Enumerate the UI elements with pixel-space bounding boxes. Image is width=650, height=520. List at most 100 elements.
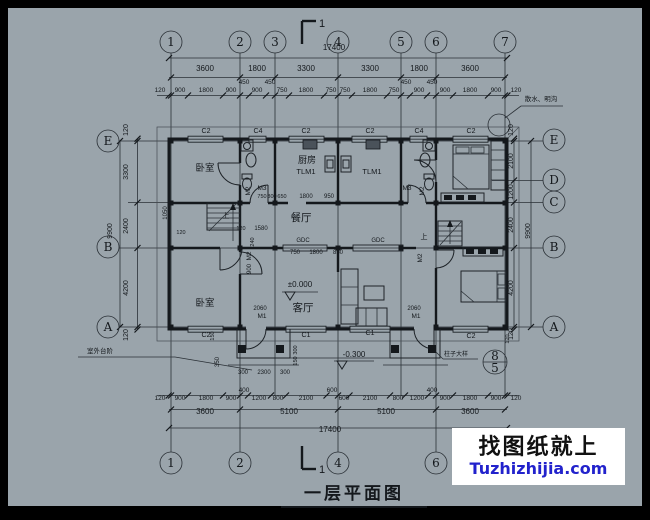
dim-label: 120 bbox=[176, 230, 185, 236]
grid-bubble-label: 2 bbox=[236, 456, 244, 470]
stair-up-label: 上 bbox=[421, 232, 428, 241]
window-tag: C4 bbox=[254, 128, 263, 135]
dim-label: 750 bbox=[290, 250, 301, 256]
dim-label: 4200 bbox=[508, 280, 515, 296]
window-tag: C2 bbox=[366, 128, 375, 135]
dim-label: 1800 bbox=[248, 64, 266, 73]
structural-columns bbox=[168, 138, 508, 353]
dimension-tick bbox=[503, 92, 511, 99]
dim-label: 2300 bbox=[257, 370, 271, 376]
structural-column bbox=[502, 324, 508, 330]
structural-column bbox=[433, 324, 439, 330]
dim-label: 2100 bbox=[299, 395, 314, 402]
level-mark-minus: -0.300 bbox=[343, 350, 366, 359]
detail-number: 8 bbox=[491, 349, 499, 363]
dim-label: 750 bbox=[389, 87, 400, 94]
window-tag: C4 bbox=[415, 128, 424, 135]
dimension-tick bbox=[271, 74, 279, 81]
watermark-site-name: Tuzhizhijia.com bbox=[469, 458, 608, 478]
dim-label: 3300 bbox=[297, 64, 315, 73]
structural-column bbox=[276, 345, 284, 353]
grid-bubble-label: 4 bbox=[334, 456, 342, 470]
structural-column bbox=[237, 324, 243, 330]
dim-label: 900 bbox=[414, 87, 425, 94]
grid-bubble-label: E bbox=[104, 134, 113, 148]
dimension-tick bbox=[432, 92, 440, 99]
grid-bubble bbox=[542, 190, 566, 214]
note-drainage: 散水、明沟 bbox=[525, 94, 558, 103]
dimension-tick bbox=[503, 54, 511, 62]
dimension-tick bbox=[401, 392, 409, 399]
dimension-lines bbox=[116, 54, 535, 432]
dimension-tick bbox=[285, 92, 293, 99]
dimension-tick bbox=[334, 92, 342, 99]
dim-label: 600 bbox=[327, 387, 338, 394]
grid-bubble-label: 1 bbox=[167, 35, 175, 49]
dimension-tick bbox=[510, 244, 518, 252]
structural-column bbox=[335, 200, 341, 206]
dimension-tick bbox=[334, 74, 342, 81]
dim-label: 120 bbox=[155, 395, 166, 402]
structural-column bbox=[238, 345, 246, 353]
dim-label: 1800 bbox=[410, 64, 428, 73]
door-tag: M2 bbox=[246, 251, 253, 260]
dim-label: 120 bbox=[123, 329, 130, 341]
dimension-tick bbox=[406, 92, 414, 99]
dim-label: 1800 bbox=[309, 250, 323, 256]
structural-column bbox=[391, 345, 399, 353]
structural-column bbox=[502, 200, 508, 206]
dim-label: 800 bbox=[273, 395, 284, 402]
porch-and-steps bbox=[78, 329, 448, 371]
structural-column bbox=[398, 138, 404, 144]
grid-bubble-label: 1 bbox=[167, 456, 175, 470]
grid-bubble bbox=[389, 30, 413, 54]
note-column-detail: 柱子大样 bbox=[444, 350, 468, 358]
grid-bubble bbox=[542, 315, 566, 339]
grid-bubble bbox=[326, 451, 350, 475]
dim-label: 900 bbox=[175, 395, 186, 402]
doors bbox=[217, 159, 455, 350]
level-mark-zero: ±0.000 bbox=[288, 280, 313, 289]
dimension-tick bbox=[510, 135, 518, 143]
structural-column bbox=[168, 245, 174, 251]
stairs bbox=[206, 201, 463, 247]
structural-column bbox=[237, 245, 243, 251]
door-tag: M1 bbox=[411, 313, 420, 320]
dimension-tick bbox=[432, 392, 440, 399]
dimension-tick bbox=[116, 137, 124, 145]
room-label-living: 客厅 bbox=[293, 301, 314, 314]
drainage-marker-circle bbox=[487, 113, 511, 137]
structural-column bbox=[272, 138, 278, 144]
dim-label: 120 bbox=[155, 87, 166, 94]
dimension-tick bbox=[184, 92, 192, 99]
dim-label: 450 bbox=[239, 79, 250, 86]
dimension-tick bbox=[432, 74, 440, 81]
dim-label: 17400 bbox=[319, 425, 342, 434]
dimension-tick bbox=[346, 392, 353, 399]
dimension-tick bbox=[167, 392, 175, 399]
structural-column bbox=[335, 138, 341, 144]
symbols bbox=[282, 19, 563, 471]
dim-label: 120 bbox=[505, 334, 511, 343]
grid-bubble-label: 5 bbox=[397, 35, 405, 49]
dimension-tick bbox=[219, 92, 227, 99]
dim-label: 850 bbox=[333, 250, 344, 256]
dim-label: 2400 bbox=[123, 218, 130, 234]
dim-label: 1800 bbox=[463, 395, 478, 402]
dim-label: 650 bbox=[277, 194, 286, 200]
windows bbox=[187, 135, 489, 333]
dimension-tick bbox=[267, 392, 275, 399]
dimension-tick bbox=[282, 392, 290, 399]
structural-column bbox=[502, 245, 508, 251]
structural-column bbox=[433, 200, 439, 206]
dim-label: 400 bbox=[239, 387, 250, 394]
grid-bubble bbox=[228, 451, 252, 475]
dimension-tick bbox=[432, 406, 440, 413]
window-tag: C2 bbox=[202, 128, 211, 135]
dim-label: 800 bbox=[393, 395, 404, 402]
grid-bubble bbox=[542, 235, 566, 259]
grid-bubble-label: B bbox=[104, 240, 113, 254]
